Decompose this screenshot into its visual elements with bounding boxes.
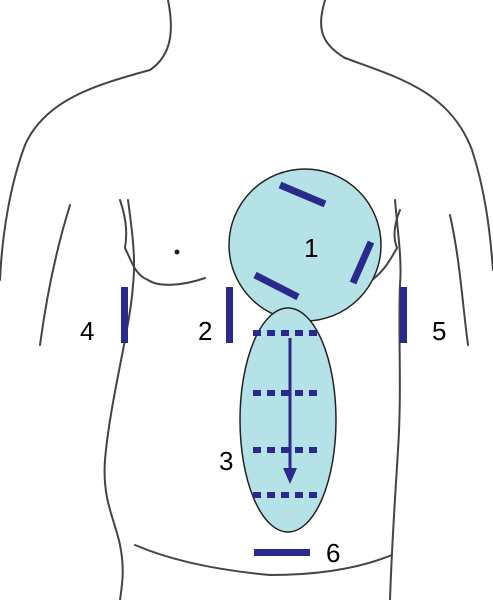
label-marker-5: 5 — [432, 316, 446, 346]
neck-right — [321, 0, 345, 58]
waist-left — [135, 545, 270, 575]
label-marker-6: 6 — [326, 538, 340, 568]
label-region-1: 1 — [304, 233, 318, 263]
marker-2-bar — [226, 287, 233, 343]
label-region-3: 3 — [219, 446, 233, 476]
label-marker-4: 4 — [80, 316, 94, 346]
armpit-right — [450, 215, 468, 345]
region-3-ellipse — [240, 308, 336, 532]
armpit-left — [40, 205, 70, 345]
torso-side-right — [390, 200, 401, 600]
label-marker-2: 2 — [198, 316, 212, 346]
shoulder-left — [0, 70, 150, 280]
neck-left — [150, 0, 171, 70]
nipple-dot — [175, 250, 180, 255]
marker-6-bar — [254, 549, 310, 556]
marker-4-bar — [121, 287, 128, 343]
marker-5-bar — [400, 287, 407, 343]
